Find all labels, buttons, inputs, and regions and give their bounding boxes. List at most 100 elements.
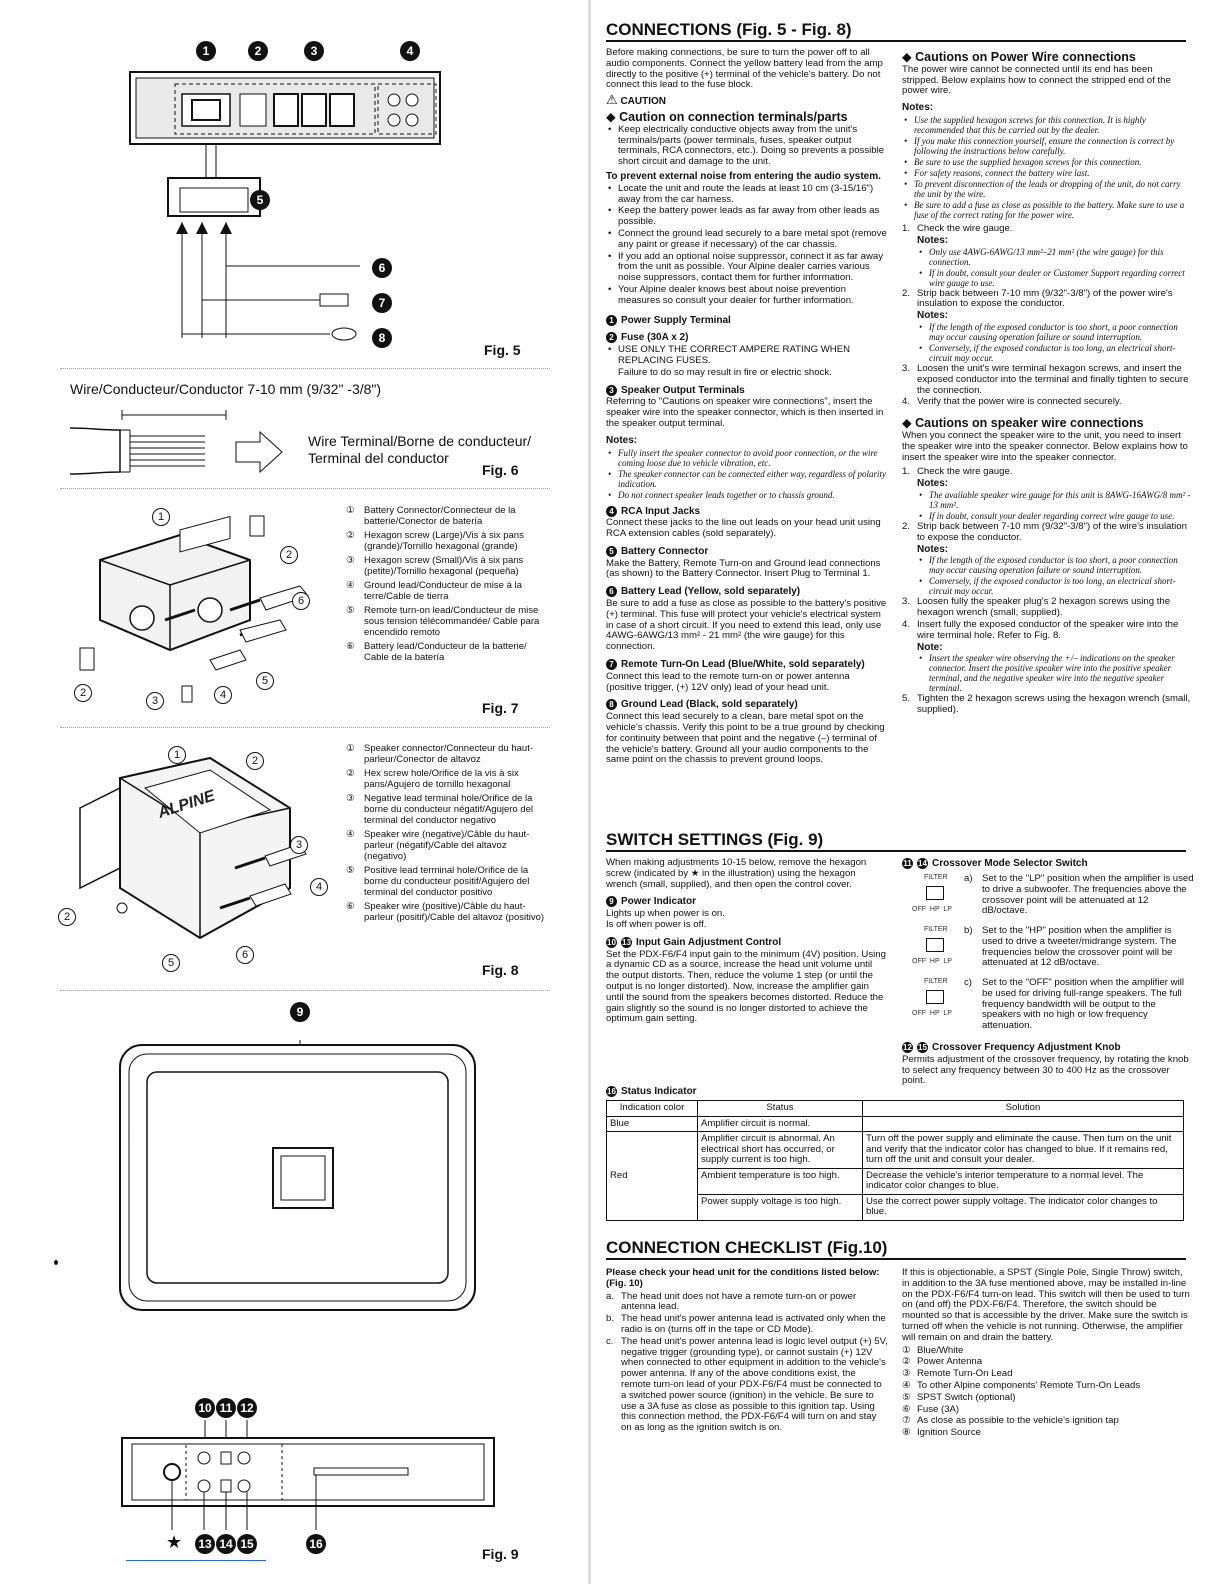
fig5-diagram: 1 2 3 4 5 6 7 8 Fig. 5 — [60, 38, 550, 363]
table-cell: Power supply voltage is too high. — [697, 1193, 863, 1221]
mode-off: FILTER OFF HP LP c)Set to the "OFF" posi… — [902, 977, 1192, 1038]
notes-label: Notes: — [606, 434, 638, 446]
table-cell: Blue — [606, 1115, 698, 1132]
list-item: a.The head unit does not have a remote t… — [606, 1290, 857, 1313]
caution-heading-row: ⚠ CAUTION — [606, 92, 888, 108]
table-header: Indication color — [606, 1100, 698, 1117]
step-3: 3.Loosen fully the speaker plug's 2 hexa… — [902, 596, 1171, 619]
fig8-callout-6: 6 — [236, 946, 254, 964]
fig5-callout-5: 5 — [250, 190, 270, 210]
fig7-callout-2a: 2 — [280, 546, 298, 564]
right-column: CONNECTIONS (Fig. 5 - Fig. 8) Before mak… — [598, 0, 1208, 1584]
separator — [60, 488, 550, 489]
table-row: Blue Amplifier circuit is normal. — [606, 1115, 1184, 1132]
fig8-diagram: ALPINE 1 2 3 4 6 5 2 — [58, 738, 340, 973]
checklist-right-col: If this is objectionable, a SPST (Single… — [902, 1267, 1192, 1440]
step-4: 4.Insert fully the exposed conductor of … — [902, 618, 1179, 641]
fig5-label: Fig. 5 — [484, 342, 521, 358]
column-divider — [588, 0, 591, 1584]
list-item: Conversely, if the exposed conductor is … — [917, 343, 1192, 363]
caution-terminals-heading: ◆ Caution on connection terminals/parts — [606, 109, 848, 124]
fig6-diagram — [60, 400, 550, 485]
fig6-wire-text: Wire/Conducteur/Conductor 7-10 mm (9/32"… — [70, 381, 382, 397]
list-item: To prevent disconnection of the leads or… — [902, 179, 1192, 199]
fig8-callout-1: 1 — [168, 746, 186, 764]
fig7-callout-6: 6 — [292, 592, 310, 610]
table-cell: Decrease the vehicle's interior temperat… — [862, 1167, 1184, 1195]
checklist-right-text: If this is objectionable, a SPST (Single… — [902, 1267, 1190, 1343]
item8-text: Connect this lead securely to a clean, b… — [606, 711, 885, 766]
fig7-diagram: 1 2 6 5 4 3 2 — [60, 500, 330, 715]
fig8-callout-2b: 2 — [58, 908, 76, 926]
filter-label: FILTER — [924, 978, 948, 985]
item7-text: Connect this lead to the remote turn-on … — [606, 670, 850, 693]
speaker-wire-heading: ◆ Cautions on speaker wire connections — [902, 416, 1144, 431]
step-1: 1.Check the wire gauge. — [902, 466, 1013, 478]
table-cell — [862, 1115, 1184, 1132]
table-header: Status — [697, 1100, 863, 1117]
fig9-underline — [126, 1560, 266, 1561]
list-item: Be sure to use the supplied hexagon scre… — [902, 157, 1192, 167]
notes-label: Notes: — [902, 102, 934, 114]
fig8-drawing: ALPINE — [79, 756, 307, 940]
mode-text: c)Set to the "OFF" position when the amp… — [964, 977, 1184, 1032]
fig9-callout-12: 12 — [237, 1398, 257, 1418]
fig9-callout-10: 10 — [195, 1398, 215, 1418]
fig9-callout-15: 15 — [237, 1534, 257, 1554]
fig9-label: Fig. 9 — [482, 1546, 519, 1562]
fig9-callout-16: 16 — [306, 1534, 326, 1554]
step-3: 3.Loosen the unit's wire terminal hexago… — [902, 362, 1189, 396]
step-2-notes: Notes: If the length of the exposed cond… — [902, 310, 1192, 363]
separator — [60, 727, 550, 728]
item10-text: Set the PDX-F6/F4 input gain to the mini… — [606, 948, 886, 1025]
list-item: If in doubt, consult your dealer regardi… — [917, 511, 1192, 521]
star-icon: ★ — [166, 1532, 183, 1552]
table-row: Red Amplifier circuit is abnormal. An el… — [606, 1131, 1184, 1221]
mode-text: b)Set to the "HP" position when the ampl… — [964, 925, 1177, 969]
item9-line2: Is off when power is off. — [606, 918, 707, 930]
item4-text: Connect these jacks to the line out lead… — [606, 517, 881, 540]
fig7-label: Fig. 7 — [482, 700, 519, 716]
step-1-notes: Notes: Only use 4AWG-6AWG/13 mm²–21 mm² … — [902, 235, 1192, 288]
list-item: Do not connect speaker leads together or… — [606, 490, 888, 500]
fig5-callout-7: 7 — [372, 293, 392, 313]
item12-text: Permits adjustment of the crossover freq… — [902, 1053, 1189, 1087]
table-header-row: Indication color Status Solution — [606, 1100, 1184, 1117]
warning-icon: ⚠ — [606, 92, 618, 108]
list-item: Keep electrically conductive objects awa… — [606, 124, 888, 168]
checklist-left-col: Please check your head unit for the cond… — [606, 1267, 888, 1435]
list-item: If the length of the exposed conductor i… — [917, 555, 1192, 575]
step-1: 1.Check the wire gauge. — [902, 222, 1013, 234]
switch-intro: When making adjustments 10-15 below, rem… — [606, 857, 867, 890]
fig8-callout-3: 3 — [290, 836, 308, 854]
fig7-callout-4: 4 — [214, 686, 232, 704]
fig9-dot — [54, 1260, 58, 1265]
mode-hp: FILTER OFF HP LP b)Set to the "HP" posit… — [902, 925, 1192, 976]
fig9-front-drawing — [121, 1420, 495, 1530]
